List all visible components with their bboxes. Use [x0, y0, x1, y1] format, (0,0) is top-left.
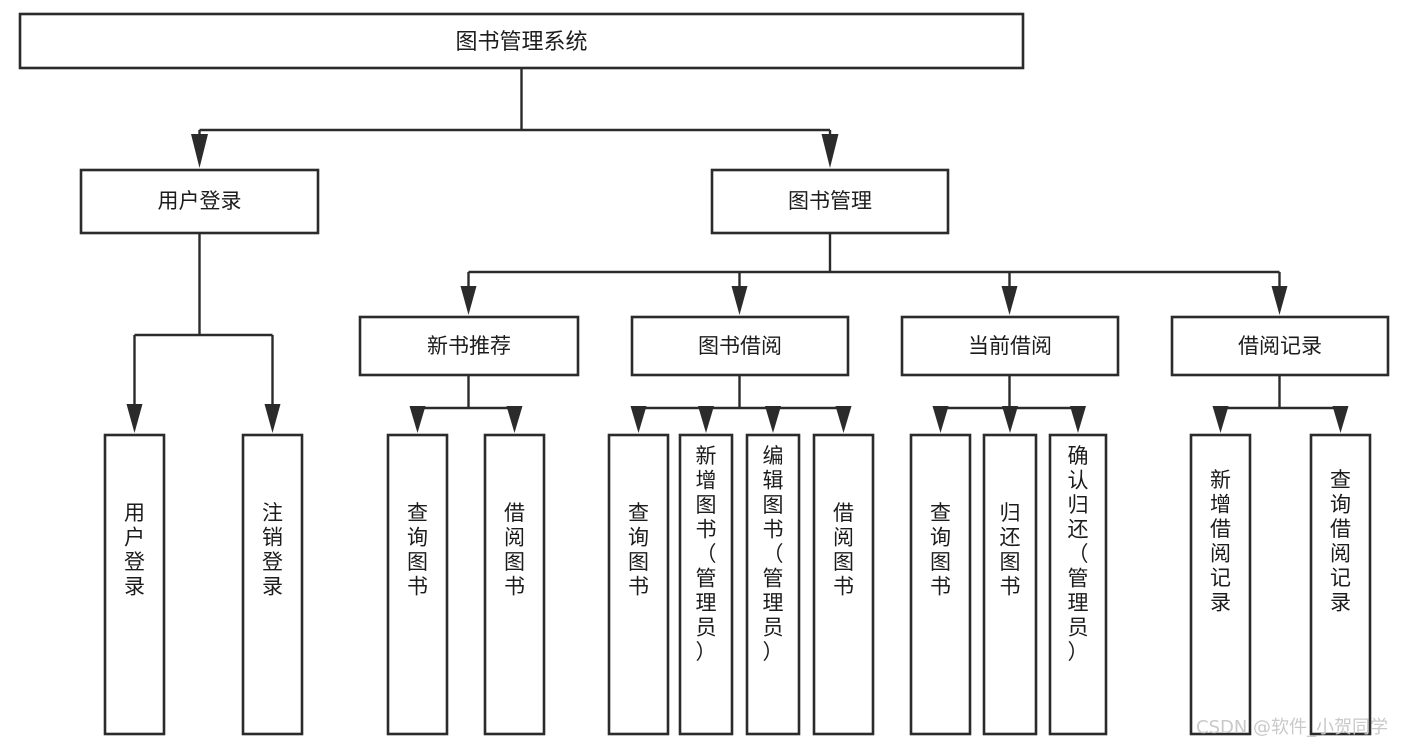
leaf-add-record-label: 新增借阅记录	[1210, 468, 1231, 615]
connector-layer	[126, 68, 1349, 433]
new-book-recommend-box[interactable]	[358, 315, 580, 377]
book-borrow-label: 图书借阅	[698, 334, 782, 358]
arrow-book-management	[821, 134, 839, 168]
leaf-borrow-book-1-label: 借阅图书	[504, 501, 525, 599]
node-leaf-query-book-2[interactable]: 查询图书	[607, 433, 670, 736]
new-book-recommend-label: 新书推荐	[427, 334, 511, 358]
leaf-query-book-1-box[interactable]	[386, 433, 449, 736]
arrow-leaf-add-book	[698, 406, 714, 433]
leaf-borrow-book-2-label: 借阅图书	[833, 501, 854, 599]
leaf-borrow-book-2-box[interactable]	[812, 433, 875, 736]
current-borrow-box[interactable]	[900, 315, 1120, 377]
node-leaf-borrow-book-1[interactable]: 借阅图书	[483, 433, 546, 736]
root-label: 图书管理系统	[455, 30, 587, 55]
arrow-borrow-record	[1271, 286, 1288, 315]
leaf-user-login-label: 用户登录	[124, 501, 145, 599]
book-management-box[interactable]	[710, 168, 950, 235]
node-leaf-query-record[interactable]: 查询借阅记录	[1309, 433, 1372, 736]
leaf-confirm-return-box[interactable]	[1048, 433, 1108, 736]
user-login-box[interactable]	[79, 168, 320, 235]
node-leaf-edit-book[interactable]: 编辑图书（管理员）	[745, 433, 801, 736]
node-leaf-confirm-return[interactable]: 确认归还（管理员）	[1048, 433, 1108, 736]
leaf-add-record-box[interactable]	[1189, 433, 1252, 736]
leaf-confirm-return-label: 确认归还（管理员）	[1068, 444, 1089, 664]
arrow-leaf-borrow-book-2	[835, 406, 852, 433]
borrow-record-box[interactable]	[1170, 315, 1390, 377]
node-leaf-borrow-book-2[interactable]: 借阅图书	[812, 433, 875, 736]
arrow-book-borrow	[731, 286, 748, 315]
node-book-borrow[interactable]: 图书借阅	[630, 315, 850, 377]
node-leaf-add-book[interactable]: 新增图书（管理员）	[678, 433, 734, 736]
leaf-query-book-2-box[interactable]	[607, 433, 670, 736]
node-leaf-query-book-3[interactable]: 查询图书	[909, 433, 972, 736]
leaf-query-book-1-label: 查询图书	[407, 501, 428, 599]
leaf-query-book-3-label: 查询图书	[930, 501, 951, 599]
node-current-borrow[interactable]: 当前借阅	[900, 315, 1120, 377]
arrow-current-borrow	[1001, 286, 1018, 315]
leaf-return-book-box[interactable]	[982, 433, 1038, 736]
leaf-query-book-3-box[interactable]	[909, 433, 972, 736]
leaf-query-record-box[interactable]	[1309, 433, 1372, 736]
csdn-watermark: CSDN @软件_小贺同学	[1196, 717, 1388, 738]
arrow-leaf-logout	[264, 404, 281, 433]
arrow-new-book-recommend	[460, 286, 477, 315]
node-user-login[interactable]: 用户登录	[79, 168, 320, 235]
arrow-leaf-query-book-3	[932, 406, 949, 433]
node-new-book-recommend[interactable]: 新书推荐	[358, 315, 580, 377]
arrow-leaf-confirm-return	[1070, 406, 1086, 433]
node-leaf-query-book-1[interactable]: 查询图书	[386, 433, 449, 736]
arrow-leaf-query-record	[1332, 406, 1349, 433]
node-leaf-add-record[interactable]: 新增借阅记录	[1189, 433, 1252, 736]
arrow-leaf-query-book-1	[409, 406, 426, 433]
arrow-leaf-add-record	[1212, 406, 1229, 433]
leaf-layer: 用户登录 注销登录 查询图书 借阅图书 查询图书 新增图书（管理员）	[103, 433, 1372, 736]
leaf-edit-book-box[interactable]	[745, 433, 801, 736]
leaf-logout-box[interactable]	[241, 433, 304, 736]
leaf-query-record-label: 查询借阅记录	[1330, 468, 1351, 615]
leaf-return-book-label: 归还图书	[1000, 501, 1021, 599]
leaf-logout-label: 注销登录	[262, 501, 283, 599]
leaf-borrow-book-1-box[interactable]	[483, 433, 546, 736]
leaf-query-book-2-label: 查询图书	[628, 501, 649, 599]
user-login-label: 用户登录	[158, 189, 242, 213]
arrow-leaf-query-book-2	[630, 406, 647, 433]
node-leaf-user-login[interactable]: 用户登录	[103, 433, 166, 736]
node-leaf-return-book[interactable]: 归还图书	[982, 433, 1038, 736]
node-borrow-record[interactable]: 借阅记录	[1170, 315, 1390, 377]
book-management-label: 图书管理	[788, 189, 872, 213]
leaf-user-login-box[interactable]	[103, 433, 166, 736]
borrow-record-label: 借阅记录	[1238, 334, 1322, 358]
arrow-user-login	[191, 134, 208, 168]
current-borrow-label: 当前借阅	[968, 334, 1052, 358]
leaf-edit-book-label: 编辑图书（管理员）	[763, 444, 784, 664]
book-borrow-box[interactable]	[630, 315, 850, 377]
arrow-leaf-return-book	[1002, 406, 1018, 433]
arrow-leaf-edit-book	[765, 406, 781, 433]
arrow-leaf-user-login	[126, 404, 143, 433]
node-book-management[interactable]: 图书管理	[710, 168, 950, 235]
root-box[interactable]	[18, 12, 1025, 70]
leaf-add-book-box[interactable]	[678, 433, 734, 736]
node-root[interactable]: 图书管理系统	[18, 12, 1025, 70]
node-leaf-logout[interactable]: 注销登录	[241, 433, 304, 736]
arrow-leaf-borrow-book-1	[506, 406, 523, 433]
leaf-add-book-label: 新增图书（管理员）	[696, 444, 717, 664]
